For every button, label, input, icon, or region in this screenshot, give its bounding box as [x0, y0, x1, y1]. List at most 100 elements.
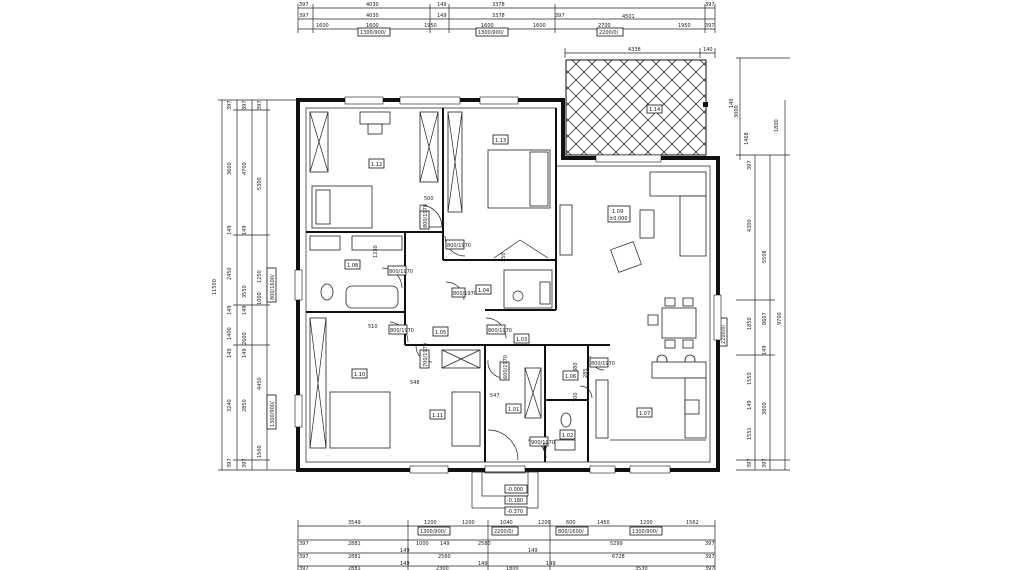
dim-left-c1-2: 149: [227, 225, 233, 235]
dim-left-c2-0: 397: [242, 100, 248, 110]
room-1-05-id: 1.05: [435, 330, 446, 336]
room-1-13-id: 1.13: [495, 138, 506, 144]
dim-left-c2-7: 2850: [242, 399, 248, 412]
dim-bot-r1-6: 1450: [597, 520, 610, 526]
dim-right-c4-0: 1800: [774, 119, 780, 132]
door-4: 800/1970: [390, 328, 414, 334]
washbasin-2: [351, 235, 403, 251]
dim-top-r1-4: 397: [705, 2, 715, 8]
door-dim-3: 548: [410, 380, 420, 386]
dim-right-c1-1: 4300: [747, 219, 753, 232]
furniture: [309, 111, 707, 451]
dim-bot-r1-7: 1200: [640, 520, 653, 526]
door-dim-2: 510: [368, 324, 378, 330]
top-dimension-chains: 397 4030 149 3378 397 397 4030 149 3378 …: [297, 2, 716, 58]
sink-1-04: [539, 281, 551, 305]
dim-right-c2-0: 3000: [734, 105, 740, 118]
dim-bot-r3-6: 397: [705, 554, 715, 560]
level-0: -0.000: [507, 487, 523, 493]
left-dimension-chains: 11500 397 3600 149 2450 149 1400 149 324…: [212, 99, 298, 471]
coffee-table: [639, 209, 655, 239]
dim-left-c3-4: 4450: [257, 377, 263, 390]
toilet-1-08: [320, 283, 334, 301]
door-9: 800/1970: [591, 361, 615, 367]
room-1-09-level: ±0.000: [609, 216, 628, 222]
dim-right-c3-3: 149: [762, 345, 768, 355]
dim-bot-r3-1: 2881: [348, 554, 361, 560]
dim-top-r2-1: 4030: [366, 13, 379, 19]
dim-bot-r4-5: 1800: [506, 566, 519, 570]
chair-d1: [664, 297, 676, 307]
hob: [684, 399, 700, 415]
dim-left-c2-1: 4700: [242, 162, 248, 175]
opening-bot-1: 2200/0/: [494, 529, 514, 535]
rug: [610, 241, 642, 273]
dim-left-c1-7: 3240: [227, 399, 233, 412]
opening-bot-3: 1300/900/: [632, 529, 658, 535]
dim-top-r3-5: 2700: [598, 23, 611, 29]
dim-bot-r4-8: 397: [705, 566, 715, 570]
chair-d4: [682, 339, 694, 349]
door-3: 800/1970: [453, 291, 477, 297]
room-1-08-id: 1.08: [347, 263, 358, 269]
dim-bot-r4-0: 397: [299, 566, 309, 570]
door-dim-0: 500: [424, 196, 434, 202]
dim-top-r3-2: 1950: [424, 23, 437, 29]
dim-top-r1-1: 4030: [366, 2, 379, 8]
opening-tag-top-0: [357, 27, 391, 37]
window-top-2: [479, 96, 519, 105]
door-tag-7: [499, 361, 510, 381]
door-6: 700/1970: [423, 343, 429, 367]
level-1: -0.180: [507, 498, 523, 504]
opening-tag-left-0: [266, 267, 277, 303]
dim-bot-r3-3: 2560: [438, 554, 451, 560]
room-tag-1-09: [607, 205, 631, 223]
door-dim-6: 400: [543, 442, 549, 452]
dim-bot-r4-4: 149: [478, 561, 488, 567]
dim-top-r3-3: 1600: [481, 23, 494, 29]
washbasin-1: [309, 235, 341, 251]
dim-right-c2-1: 1468: [744, 132, 750, 145]
room-tag-1-03: [513, 333, 530, 344]
dim-right-c1-0: 397: [747, 160, 753, 170]
column-marker: [703, 102, 708, 107]
dim-right-c2-2: 140: [729, 98, 735, 108]
opening-tag-left-1: [266, 394, 277, 430]
room-1-01-id: 1.01: [508, 407, 519, 413]
door-dim-4: 547: [490, 393, 500, 399]
door-tag-8: [529, 436, 549, 447]
bed-1-11: [451, 391, 481, 447]
bed-1-10: [329, 391, 391, 449]
room-tag-1-01: [505, 403, 522, 414]
room-1-11-id: 1.11: [432, 413, 443, 419]
dim-right-c1-6: 397: [747, 458, 753, 468]
dim-right-c3-2: 9700: [777, 312, 783, 325]
tv-unit: [559, 204, 573, 256]
dim-bot-r2-6: 397: [705, 541, 715, 547]
pillow-1-12: [315, 189, 331, 225]
dim-top-r3-7: 1950: [678, 23, 691, 29]
dim-right-c1-5: 1551: [747, 427, 753, 440]
opening-tag-bot-1: [491, 526, 519, 536]
kitchen-island: [651, 361, 707, 379]
bottom-dimension-chains: 3549 1200 1200 1040 1200 600 1450 1200 1…: [297, 520, 716, 570]
dim-top-r2-4: 397: [555, 13, 565, 19]
level-tag-2: [504, 506, 528, 516]
door-dim-5: 380: [573, 362, 579, 372]
door-5: 800/1970: [488, 328, 512, 334]
window-top-1: [399, 96, 461, 105]
room-tag-1-08: [344, 259, 361, 270]
dim-bot-r2-5: 5299: [610, 541, 623, 547]
dim-bot-r3-5: 6728: [612, 554, 625, 560]
door-7: 600/1970: [503, 355, 509, 379]
pillow-1-13: [529, 151, 549, 207]
room-1-02-id: 1.02: [562, 433, 573, 439]
door-tag-6: [419, 349, 430, 369]
room-tag-1-11: [429, 409, 446, 420]
door-tag-4: [388, 324, 408, 335]
dim-bot-r4-2: 149: [400, 561, 410, 567]
dim-left-c1-5: 1400: [227, 327, 233, 340]
chair-d3: [664, 339, 676, 349]
dim-top-r1-0: 397: [299, 2, 309, 8]
dim-right-c3-1: 8607: [762, 312, 768, 325]
